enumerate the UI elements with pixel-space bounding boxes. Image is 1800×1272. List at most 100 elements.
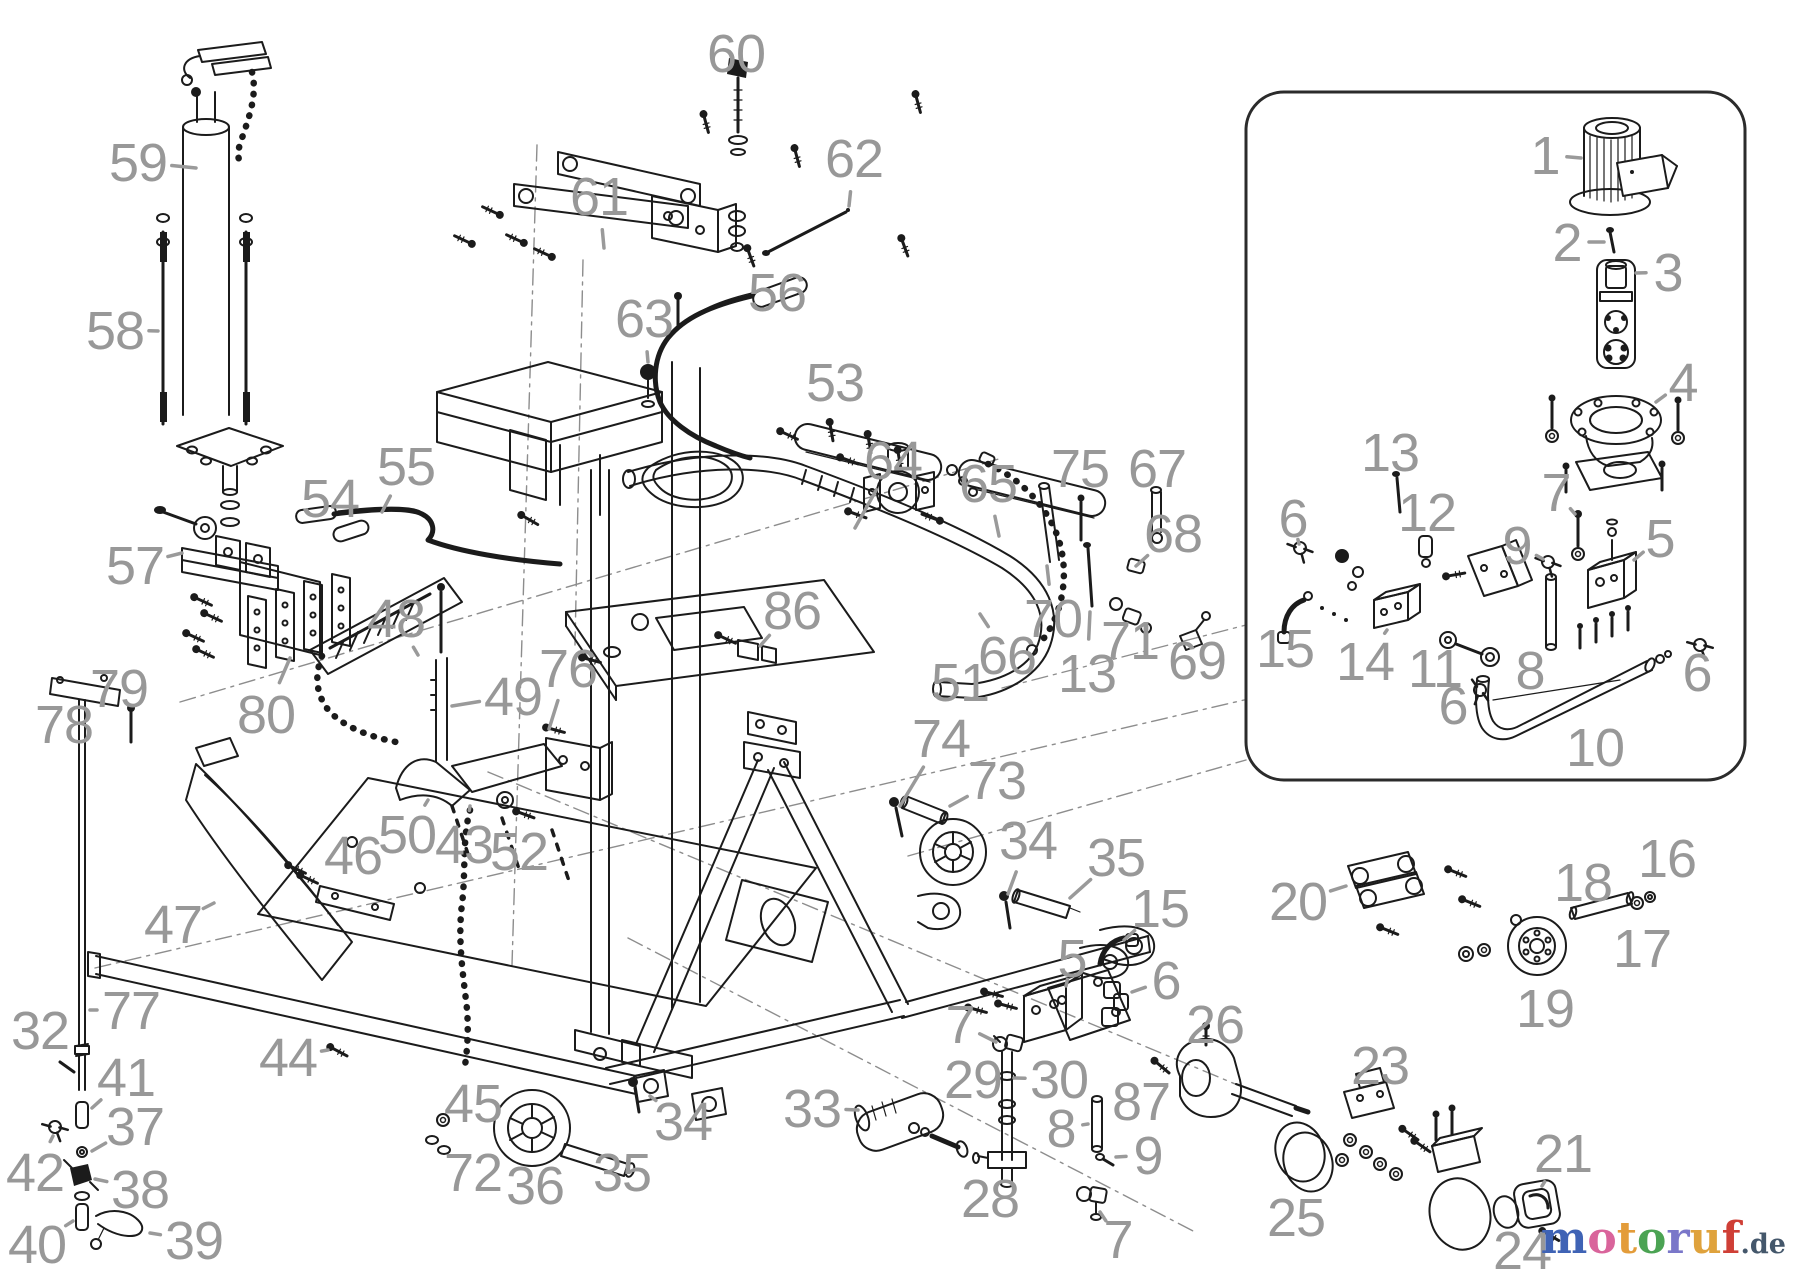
part-label-57: 57 xyxy=(106,536,164,596)
leader-line xyxy=(170,163,198,170)
rod-49 xyxy=(430,583,448,763)
leader-line xyxy=(201,901,216,911)
part-label-13: 13 xyxy=(1361,423,1419,483)
part-label-12: 12 xyxy=(1398,483,1456,543)
leader-line xyxy=(1130,985,1148,994)
part-label-29: 29 xyxy=(944,1050,1002,1110)
leader-lines xyxy=(48,155,1668,1237)
wheel-upper-34-35 xyxy=(919,818,1081,930)
leader-line xyxy=(977,1032,998,1044)
part-label-34: 34 xyxy=(654,1092,712,1152)
part-label-8: 8 xyxy=(1046,1099,1075,1159)
leader-line xyxy=(1534,553,1545,561)
part-label-8: 8 xyxy=(1515,641,1544,701)
part-label-30: 30 xyxy=(1030,1050,1088,1110)
part-label-21: 21 xyxy=(1534,1124,1592,1184)
leader-line xyxy=(1114,1154,1128,1159)
part-label-43: 43 xyxy=(435,815,493,875)
rod-77-hardware xyxy=(41,674,144,1250)
leader-line xyxy=(758,633,772,648)
part-label-74: 74 xyxy=(912,709,970,769)
part-label-33: 33 xyxy=(783,1079,841,1139)
part-label-65: 65 xyxy=(959,454,1017,514)
leader-line xyxy=(1296,537,1301,546)
part-label-16: 16 xyxy=(1638,829,1696,889)
part-label-28: 28 xyxy=(961,1169,1019,1229)
brand-logo-letters: motoruf xyxy=(1541,1213,1741,1264)
leader-line xyxy=(1064,977,1070,988)
brand-letter: m xyxy=(1540,1213,1588,1264)
part-label-66: 66 xyxy=(978,626,1036,686)
part-label-42: 42 xyxy=(6,1143,64,1203)
bolt-washer-57 xyxy=(154,506,217,540)
part-label-35: 35 xyxy=(1087,828,1145,888)
crank-55 xyxy=(295,505,563,567)
part-label-5: 5 xyxy=(1057,929,1086,989)
leader-line xyxy=(319,1048,330,1053)
leader-line xyxy=(853,487,879,530)
leader-line xyxy=(898,765,926,808)
leader-line xyxy=(1568,506,1577,516)
brand-letter: o xyxy=(1637,1213,1667,1264)
leader-line xyxy=(648,1094,658,1103)
part-label-70: 70 xyxy=(1024,589,1082,649)
inset-pump-5 xyxy=(1277,471,1717,710)
leader-line xyxy=(277,656,292,685)
leader-line xyxy=(467,804,472,813)
part-label-17: 17 xyxy=(1613,919,1671,979)
leader-line xyxy=(600,228,606,250)
coupler-3-flange-4 xyxy=(1545,259,1685,561)
part-label-51: 51 xyxy=(931,653,989,713)
part-label-77: 77 xyxy=(102,981,160,1041)
leader-line xyxy=(1328,884,1348,893)
part-label-40: 40 xyxy=(8,1215,66,1272)
leader-line xyxy=(380,494,393,514)
part-label-13: 13 xyxy=(1058,644,1116,704)
part-label-56: 56 xyxy=(748,263,806,323)
part-label-14: 14 xyxy=(1336,632,1394,692)
leader-line xyxy=(993,514,1001,538)
leader-line xyxy=(423,798,430,807)
part-label-7: 7 xyxy=(1103,1210,1132,1270)
part-label-10: 10 xyxy=(1566,718,1624,778)
part-label-64: 64 xyxy=(864,431,922,491)
part-label-75: 75 xyxy=(1051,439,1109,499)
part-label-68: 68 xyxy=(1144,504,1202,564)
leader-line xyxy=(148,1231,163,1237)
bracket-57-plates-80 xyxy=(179,535,351,669)
part-label-76: 76 xyxy=(539,639,597,699)
part-label-67: 67 xyxy=(1128,439,1186,499)
leader-line xyxy=(847,190,853,208)
leader-line xyxy=(63,1219,75,1228)
leader-line xyxy=(90,1098,103,1110)
part-label-15: 15 xyxy=(1256,619,1314,679)
part-label-3: 3 xyxy=(1653,243,1682,303)
handlebar-51 xyxy=(622,423,1107,699)
part-label-62: 62 xyxy=(825,129,883,189)
part-label-87: 87 xyxy=(1112,1072,1170,1132)
leader-line xyxy=(1098,1210,1108,1223)
part-label-6: 6 xyxy=(1151,951,1180,1011)
a-frame xyxy=(621,711,909,1079)
brand-letter: t xyxy=(1616,1213,1638,1264)
part-label-47: 47 xyxy=(144,895,202,955)
leader-line xyxy=(1006,870,1018,896)
brand-letter: u xyxy=(1689,1213,1722,1264)
valve-65-chain-68 xyxy=(833,442,1211,656)
leader-line xyxy=(1654,393,1668,404)
brand-logo: motoruf.de xyxy=(1541,1213,1786,1264)
handle-56 xyxy=(652,276,808,461)
leader-line xyxy=(844,1107,860,1112)
part-label-60: 60 xyxy=(707,24,765,84)
leader-line xyxy=(1081,1122,1090,1127)
handle-10 xyxy=(1475,650,1672,741)
part-label-39: 39 xyxy=(165,1211,223,1271)
part-label-38: 38 xyxy=(111,1160,169,1220)
leader-line xyxy=(1382,628,1389,636)
part-label-59: 59 xyxy=(109,133,167,193)
part-label-4: 4 xyxy=(1668,353,1697,413)
tube-cluster-29-30 xyxy=(972,1033,1174,1221)
